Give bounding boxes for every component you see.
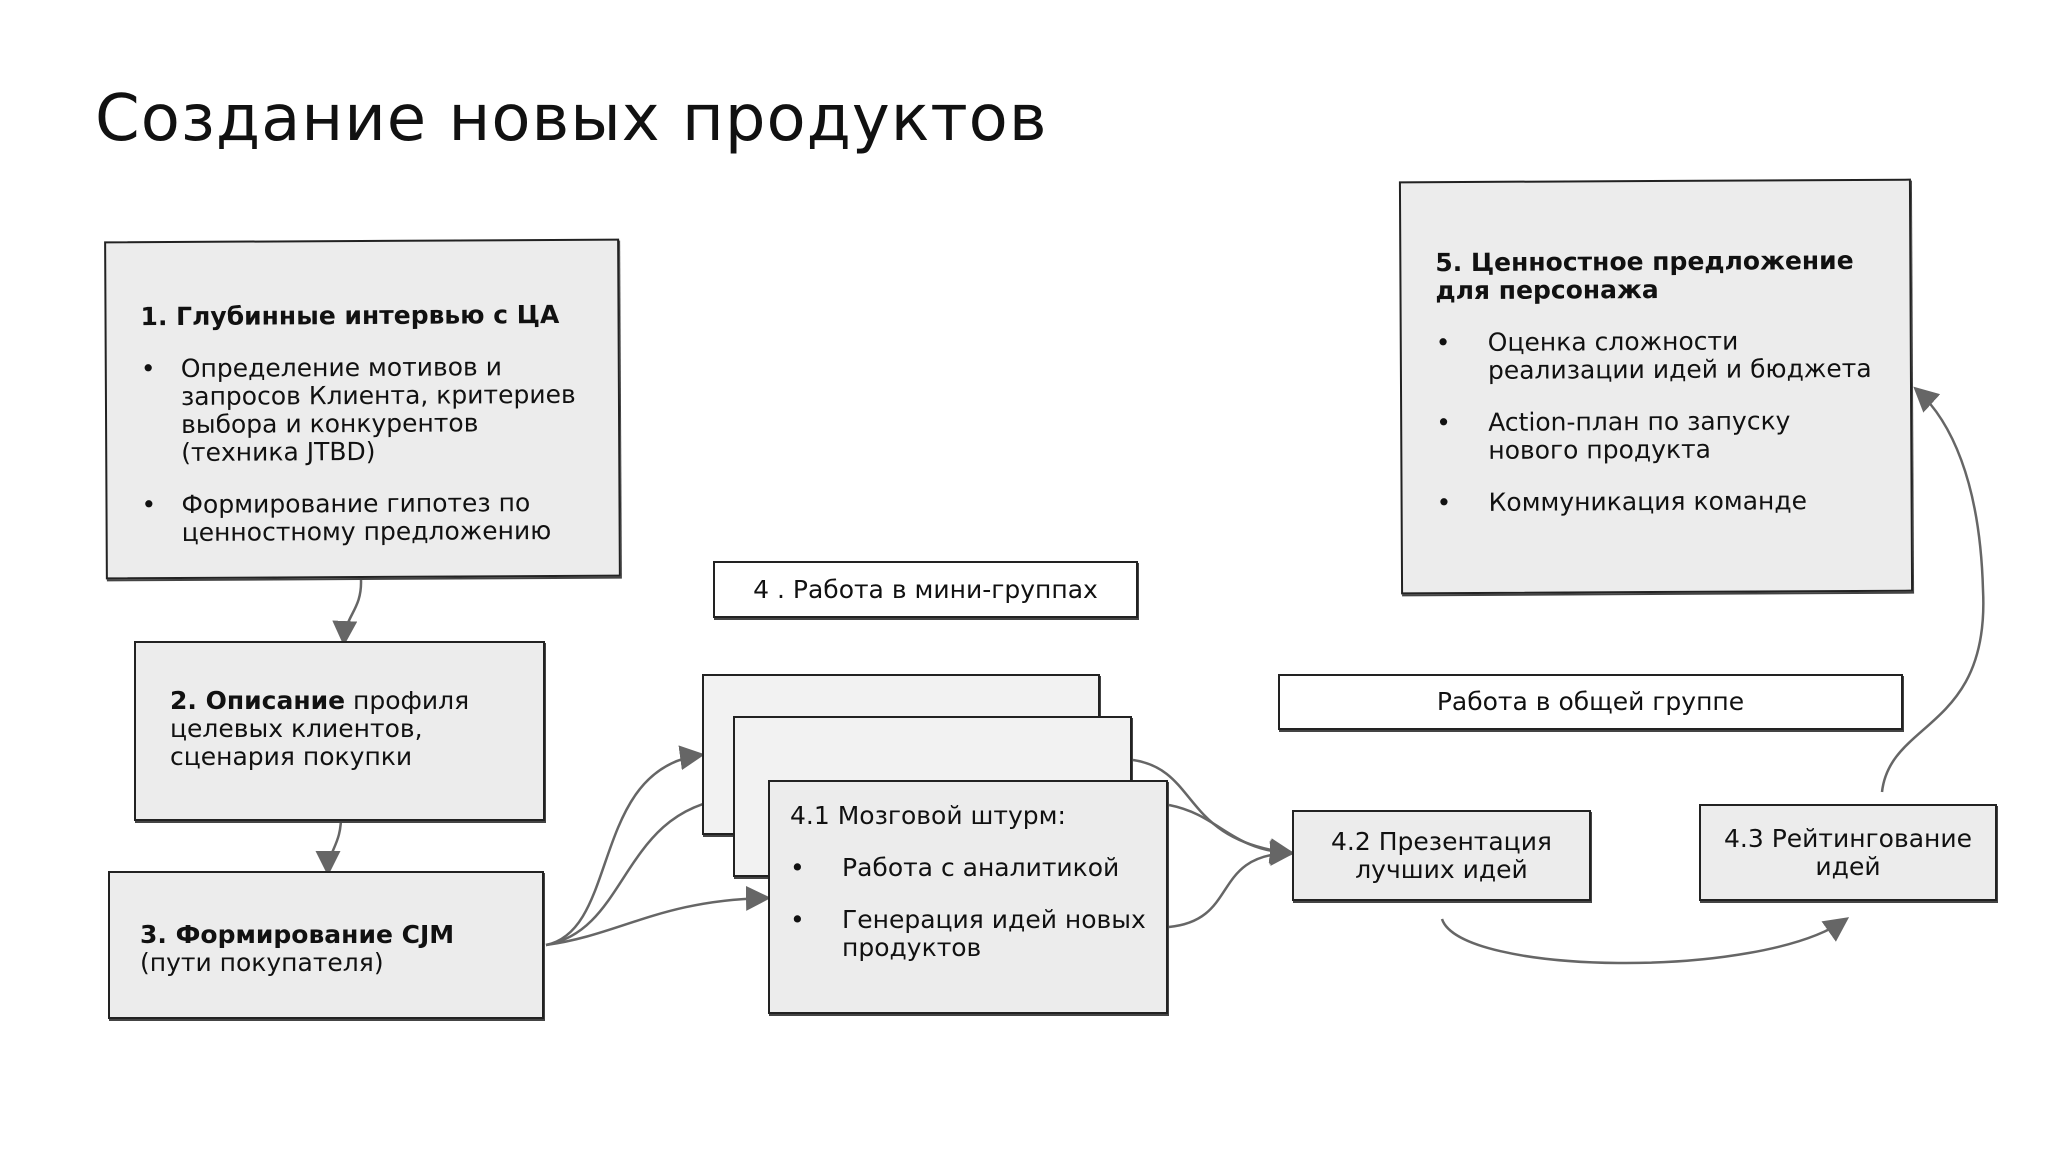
step-42-box: 4.2 Презентация лучших идей [1292,810,1591,901]
step-1-box: 1. Глубинные интервью с ЦА Определение м… [104,238,621,580]
step-5-heading: 5. Ценностное предложение для персонажа [1435,245,1854,306]
step-5-item: Action-план по запуску нового продукта [1436,406,1886,465]
step-5-item: Коммуникация команде [1437,486,1887,517]
arrow-2-to-3 [315,812,343,876]
step-2-box: 2. Описание профиля целевых клиентов, сц… [134,641,545,821]
step-41-item: Генерация идей новых продуктов [790,906,1146,962]
step-43-text: 4.3 Рейтингование идей [1723,823,1973,881]
step-5-box: 5. Ценностное предложение для персонажа … [1398,178,1914,595]
step-42-text: 4.2 Презентация лучших идей [1331,826,1552,884]
step-41-heading: 4.1 Мозговой штурм: [790,801,1066,830]
arrow-3-to-stack-b [545,787,736,947]
step-1-heading: 1. Глубинные интервью с ЦА [140,299,560,332]
step-2-bold: 2. Описание [170,686,346,715]
step-1-item: Определение мотивов и запросов Клиента, … [141,352,589,467]
page-title: Создание новых продуктов [95,82,1048,156]
step-1-item: Формирование гипотез по ценностному пред… [141,488,588,547]
step-43-box: 4.3 Рейтингование идей [1699,804,1997,901]
label-mini-groups: 4 . Работа в мини-группах [713,561,1138,618]
step-41-box: 4.1 Мозговой штурм: Работа с аналитикой … [768,780,1168,1014]
arrow-3-to-stack-a [545,745,705,947]
arrow-41-to-42 [1168,841,1295,929]
step-3-text: (пути покупателя) [140,948,384,977]
step-2-text: профиля целевых клиентов, сценария покуп… [170,686,470,771]
arrow-42-to-43 [1440,917,1850,965]
step-5-item: Оценка сложности реализации идей и бюдже… [1436,327,1886,385]
label-mini-groups-text: 4 . Работа в мини-группах [753,574,1098,604]
arrow-3-to-41 [545,885,771,947]
step-3-box: 3. Формирование CJM (пути покупателя) [108,871,544,1019]
label-common-group-text: Работа в общей группе [1436,687,1745,716]
label-common-group: Работа в общей группе [1278,674,1903,730]
step-41-item: Работа с аналитикой [790,854,1146,883]
arrow-1-to-2 [332,579,363,646]
arrow-stack-to-42-b [1168,803,1295,865]
arrow-43-to-5 [1880,386,1985,793]
step-3-bold: 3. Формирование CJM [140,920,455,949]
